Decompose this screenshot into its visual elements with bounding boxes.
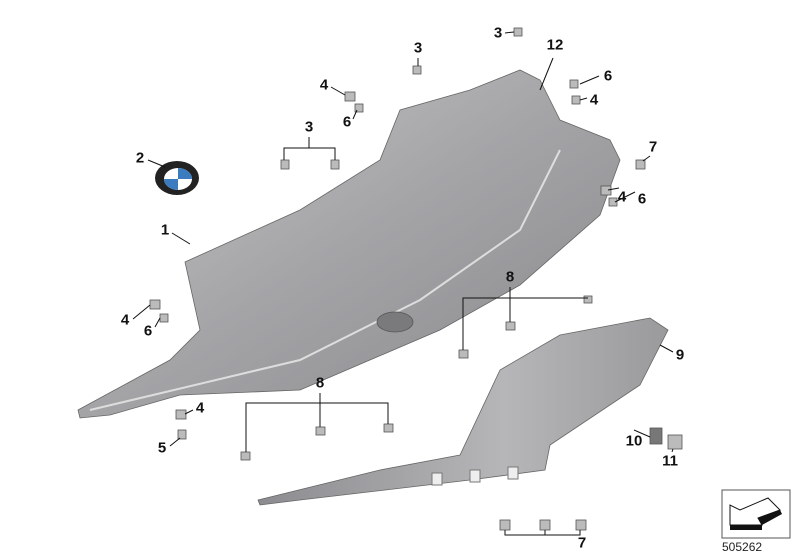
callout-7: 7 [648,138,658,156]
callout-9: 9 [675,346,685,364]
callout-6: 6 [603,67,613,85]
callout-6: 6 [637,190,647,208]
callout-10: 10 [625,432,643,450]
callout-6: 6 [342,113,352,131]
callout-4: 4 [617,188,627,206]
callout-4: 4 [195,399,205,417]
bmw-badge-part [155,161,199,195]
callout-4: 4 [589,91,599,109]
callout-6: 6 [143,322,153,340]
callout-8: 8 [505,268,515,286]
lower-panel-part [257,317,669,506]
callout-1: 1 [160,221,170,239]
diagram-number: 505262 [722,540,763,554]
callout-3: 3 [493,24,503,42]
callout-8: 8 [315,374,325,392]
callout-7: 7 [577,534,587,552]
callout-11: 11 [662,452,678,470]
callout-3: 3 [304,118,314,136]
callout-3: 3 [413,39,423,57]
callout-4: 4 [319,76,329,94]
callout-12: 12 [546,36,564,54]
callout-2: 2 [135,149,145,167]
callout-4: 4 [120,311,130,329]
leader-lines [132,31,674,536]
small-parts [149,27,683,531]
diagram-arrow-logo [721,489,791,539]
callout-5: 5 [157,439,167,457]
side-panel-part [77,69,621,419]
